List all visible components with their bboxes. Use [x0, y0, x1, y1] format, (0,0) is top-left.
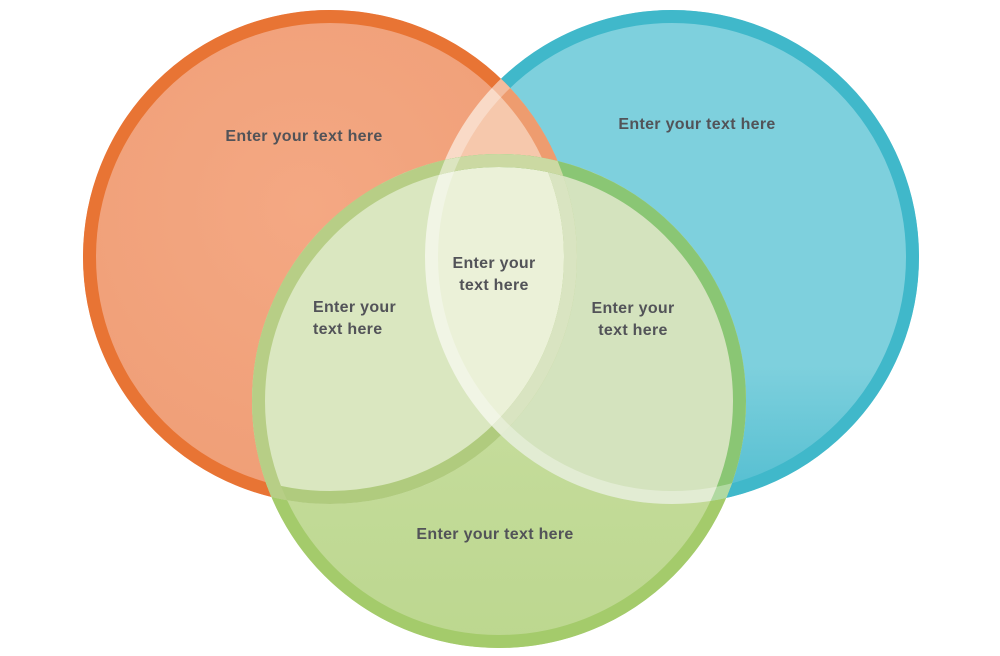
label-text-line2: text here [313, 320, 383, 338]
label-text: Enter your text here [416, 526, 574, 543]
orange-green-overlap-label[interactable]: Enter your text here [313, 297, 396, 340]
green-rim-in-overlap [425, 154, 577, 504]
blue-rim-in-green [425, 154, 746, 504]
orange-rim-in-bluegreen [425, 154, 577, 504]
label-text-line1: Enter your [313, 299, 397, 316]
label-text: Enter your text here [225, 128, 383, 145]
label-text-line2: text here [598, 321, 668, 339]
orange-circle-label[interactable]: Enter your text here [225, 126, 382, 148]
label-text: Enter your text here [618, 116, 776, 133]
green-circle-label[interactable]: Enter your text here [416, 524, 573, 546]
center-overlap-region [425, 154, 577, 504]
blue-green-overlap-label[interactable]: Enter your text here [591, 298, 674, 341]
label-text-line1: Enter your [452, 255, 536, 272]
blue-circle-label[interactable]: Enter your text here [618, 114, 775, 136]
label-text-line1: Enter your [591, 300, 675, 317]
label-text-line2: text here [459, 276, 529, 294]
center-overlap-label[interactable]: Enter your text here [452, 253, 535, 296]
